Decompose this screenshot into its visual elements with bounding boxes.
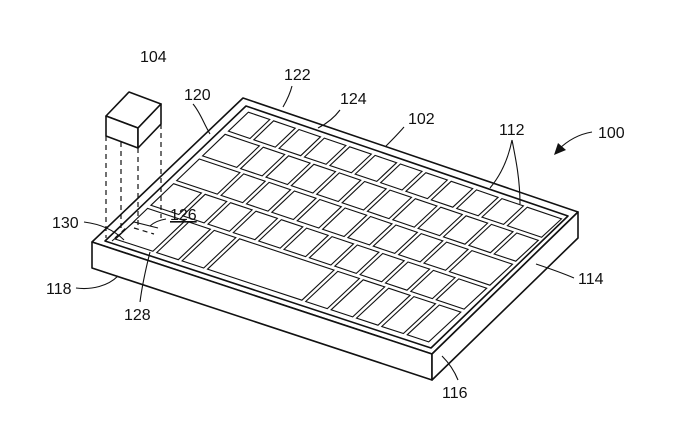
key-r1-8: [404, 172, 449, 200]
key-r4-2: [181, 193, 228, 224]
key-r2-8: [391, 198, 438, 228]
leader-116: [441, 355, 459, 381]
label-120: 120: [184, 87, 211, 104]
key-r4-11: [409, 269, 457, 300]
key-r4-8: [333, 244, 380, 275]
key-r1-11: [480, 197, 525, 226]
key-r1-3: [278, 128, 322, 157]
leader-128: [139, 251, 151, 303]
key-r4-4: [232, 210, 279, 241]
leader-102: [385, 126, 405, 147]
key-r4-10: [384, 261, 431, 291]
key-r1-9: [430, 180, 474, 208]
label-114: 114: [578, 271, 604, 288]
key-r1-12: [506, 206, 563, 238]
key-r3-2: [220, 173, 267, 204]
key-r2-10: [442, 215, 489, 245]
leader-112a: [489, 139, 513, 189]
key-r3-1: [175, 158, 241, 195]
key-r2-12: [493, 232, 540, 262]
label-104: 104: [140, 49, 167, 66]
key-grid: [114, 111, 563, 343]
label-112: 112: [499, 122, 525, 139]
key-r5-7: [355, 287, 412, 326]
leader-126-underline: [149, 218, 167, 227]
leader-114: [535, 263, 575, 279]
key-r5-6: [330, 279, 386, 318]
key-r5-2: [155, 221, 212, 261]
key-r4-3: [206, 202, 254, 232]
slot-hatch-a: [114, 225, 129, 239]
key-r2-7: [366, 189, 413, 220]
label-122: 122: [284, 67, 311, 84]
key-r4-12: [435, 278, 488, 310]
key-r3-9: [397, 232, 444, 263]
key-r4-7: [308, 235, 355, 266]
key-r2-2: [239, 146, 286, 177]
label-116: 116: [442, 385, 468, 402]
label-128: 128: [124, 307, 151, 324]
key-r1-7: [379, 163, 424, 191]
key-r5-9: [406, 304, 462, 343]
key-r2-11: [467, 223, 515, 254]
housing-side-face: [431, 211, 579, 381]
key-r5-4: [206, 238, 336, 301]
key-r1-5: [328, 146, 373, 174]
leader-130: [83, 221, 125, 241]
key-r3-7: [346, 215, 394, 246]
key-r4-5: [257, 219, 304, 249]
key-r3-8: [372, 224, 419, 255]
key-r2-9: [417, 206, 464, 237]
key-r4-9: [359, 252, 406, 283]
key-r2-1: [201, 133, 261, 169]
key-r2-5: [315, 172, 362, 203]
key-r2-3: [264, 155, 312, 186]
reference-labels: 104 120 122 124 102 112 100 126 130 118 …: [46, 49, 625, 402]
arrow-100-shaft: [557, 131, 593, 151]
arrow-100-head: [554, 143, 566, 155]
label-124: 124: [340, 91, 367, 108]
key-r1-6: [354, 154, 398, 183]
key-r1-1: [227, 111, 271, 140]
key-r5-3: [181, 229, 237, 269]
key-r5-8: [380, 295, 437, 335]
label-126: 126: [170, 207, 197, 224]
key-r5-5: [304, 270, 361, 310]
key-r3-6: [321, 207, 368, 238]
leader-124: [317, 109, 341, 129]
label-102: 102: [408, 111, 435, 128]
detached-module-block: [105, 91, 162, 238]
key-r3-10: [422, 241, 470, 271]
key-r3-11: [448, 249, 514, 286]
key-r4-1: [149, 183, 203, 216]
key-r2-4: [290, 163, 337, 194]
leader-112b: [511, 139, 521, 205]
key-r4-6: [282, 227, 330, 258]
slot-hatch-b: [133, 227, 155, 235]
label-130: 130: [52, 215, 79, 232]
key-r2-6: [341, 180, 388, 211]
label-100: 100: [598, 125, 625, 142]
key-r1-4: [303, 137, 347, 165]
key-r3-5: [296, 198, 343, 229]
key-r3-4: [270, 190, 318, 221]
key-r3-3: [245, 181, 292, 212]
leader-lines: [75, 85, 593, 381]
leader-118: [75, 275, 119, 290]
key-r1-2: [252, 120, 297, 148]
leader-120: [192, 103, 211, 135]
label-118: 118: [46, 281, 72, 298]
leader-122: [282, 85, 293, 108]
key-r1-10: [455, 189, 500, 217]
